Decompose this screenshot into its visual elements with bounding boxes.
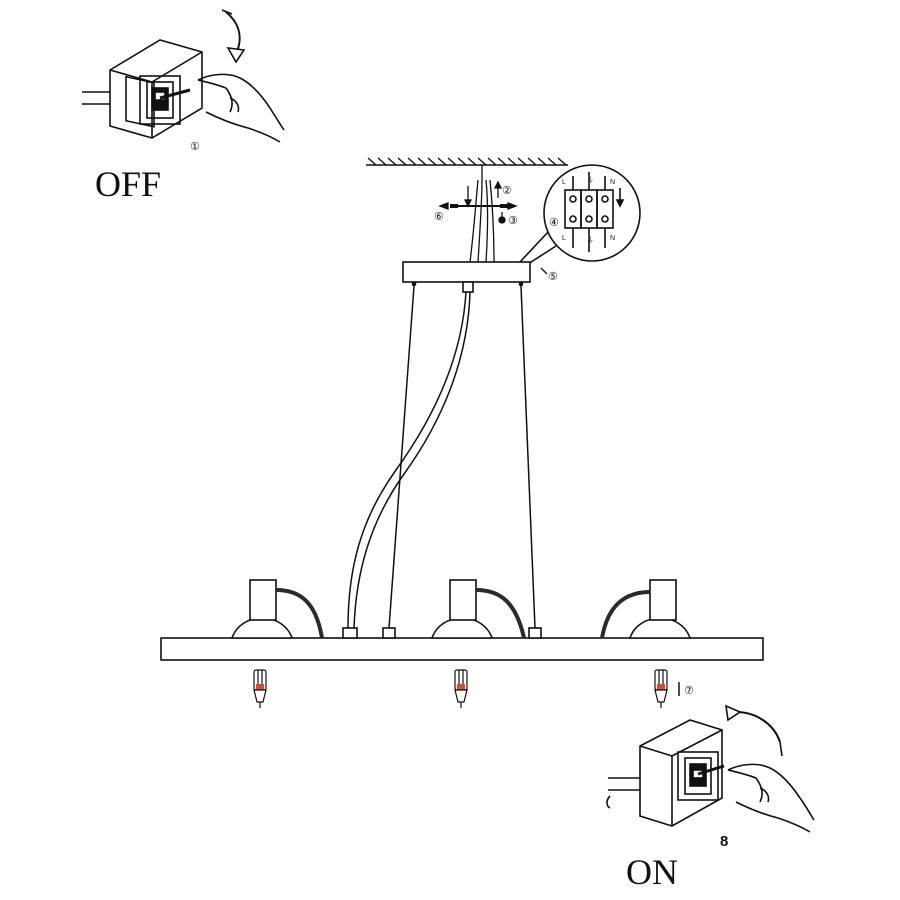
ceiling (366, 157, 568, 166)
bulb-right (654, 669, 668, 708)
step-2-label: ② (502, 185, 512, 197)
bulb-left (253, 669, 267, 708)
lamp-head-right (600, 579, 692, 639)
lamp-head-center (430, 579, 526, 639)
terminal-block-detail (519, 164, 641, 265)
wall-switch-on (606, 704, 815, 833)
step-5-label: ⑤ (548, 271, 558, 283)
on-label: ON (626, 852, 678, 892)
canopy-screw (540, 267, 548, 275)
bulb-center (454, 669, 468, 708)
terminal-top-letter-3: N (610, 179, 615, 186)
off-label: OFF (95, 164, 161, 204)
step-8-label: 8 (720, 833, 728, 850)
terminal-top-letter-1: L (562, 179, 566, 186)
terminal-top-letter-2: ⏚ (587, 176, 594, 184)
canopy (402, 261, 531, 293)
mounting-screws (438, 180, 518, 224)
step-1-label: ① (190, 141, 200, 153)
wall-switch-off (82, 9, 285, 143)
step-7-label: ⑦ (684, 685, 694, 697)
suspension-cables (347, 285, 536, 629)
terminal-bottom-letter-2: ⏚ (587, 236, 594, 244)
supply-wires (469, 165, 495, 263)
lamp-head-left (230, 579, 324, 639)
step-3-label: ③ (508, 215, 518, 227)
step-6-label: ⑥ (434, 211, 444, 223)
step-4-label: ④ (549, 217, 559, 229)
terminal-bottom-letter-3: N (610, 235, 615, 242)
terminal-bottom-letter-1: L (562, 235, 566, 242)
